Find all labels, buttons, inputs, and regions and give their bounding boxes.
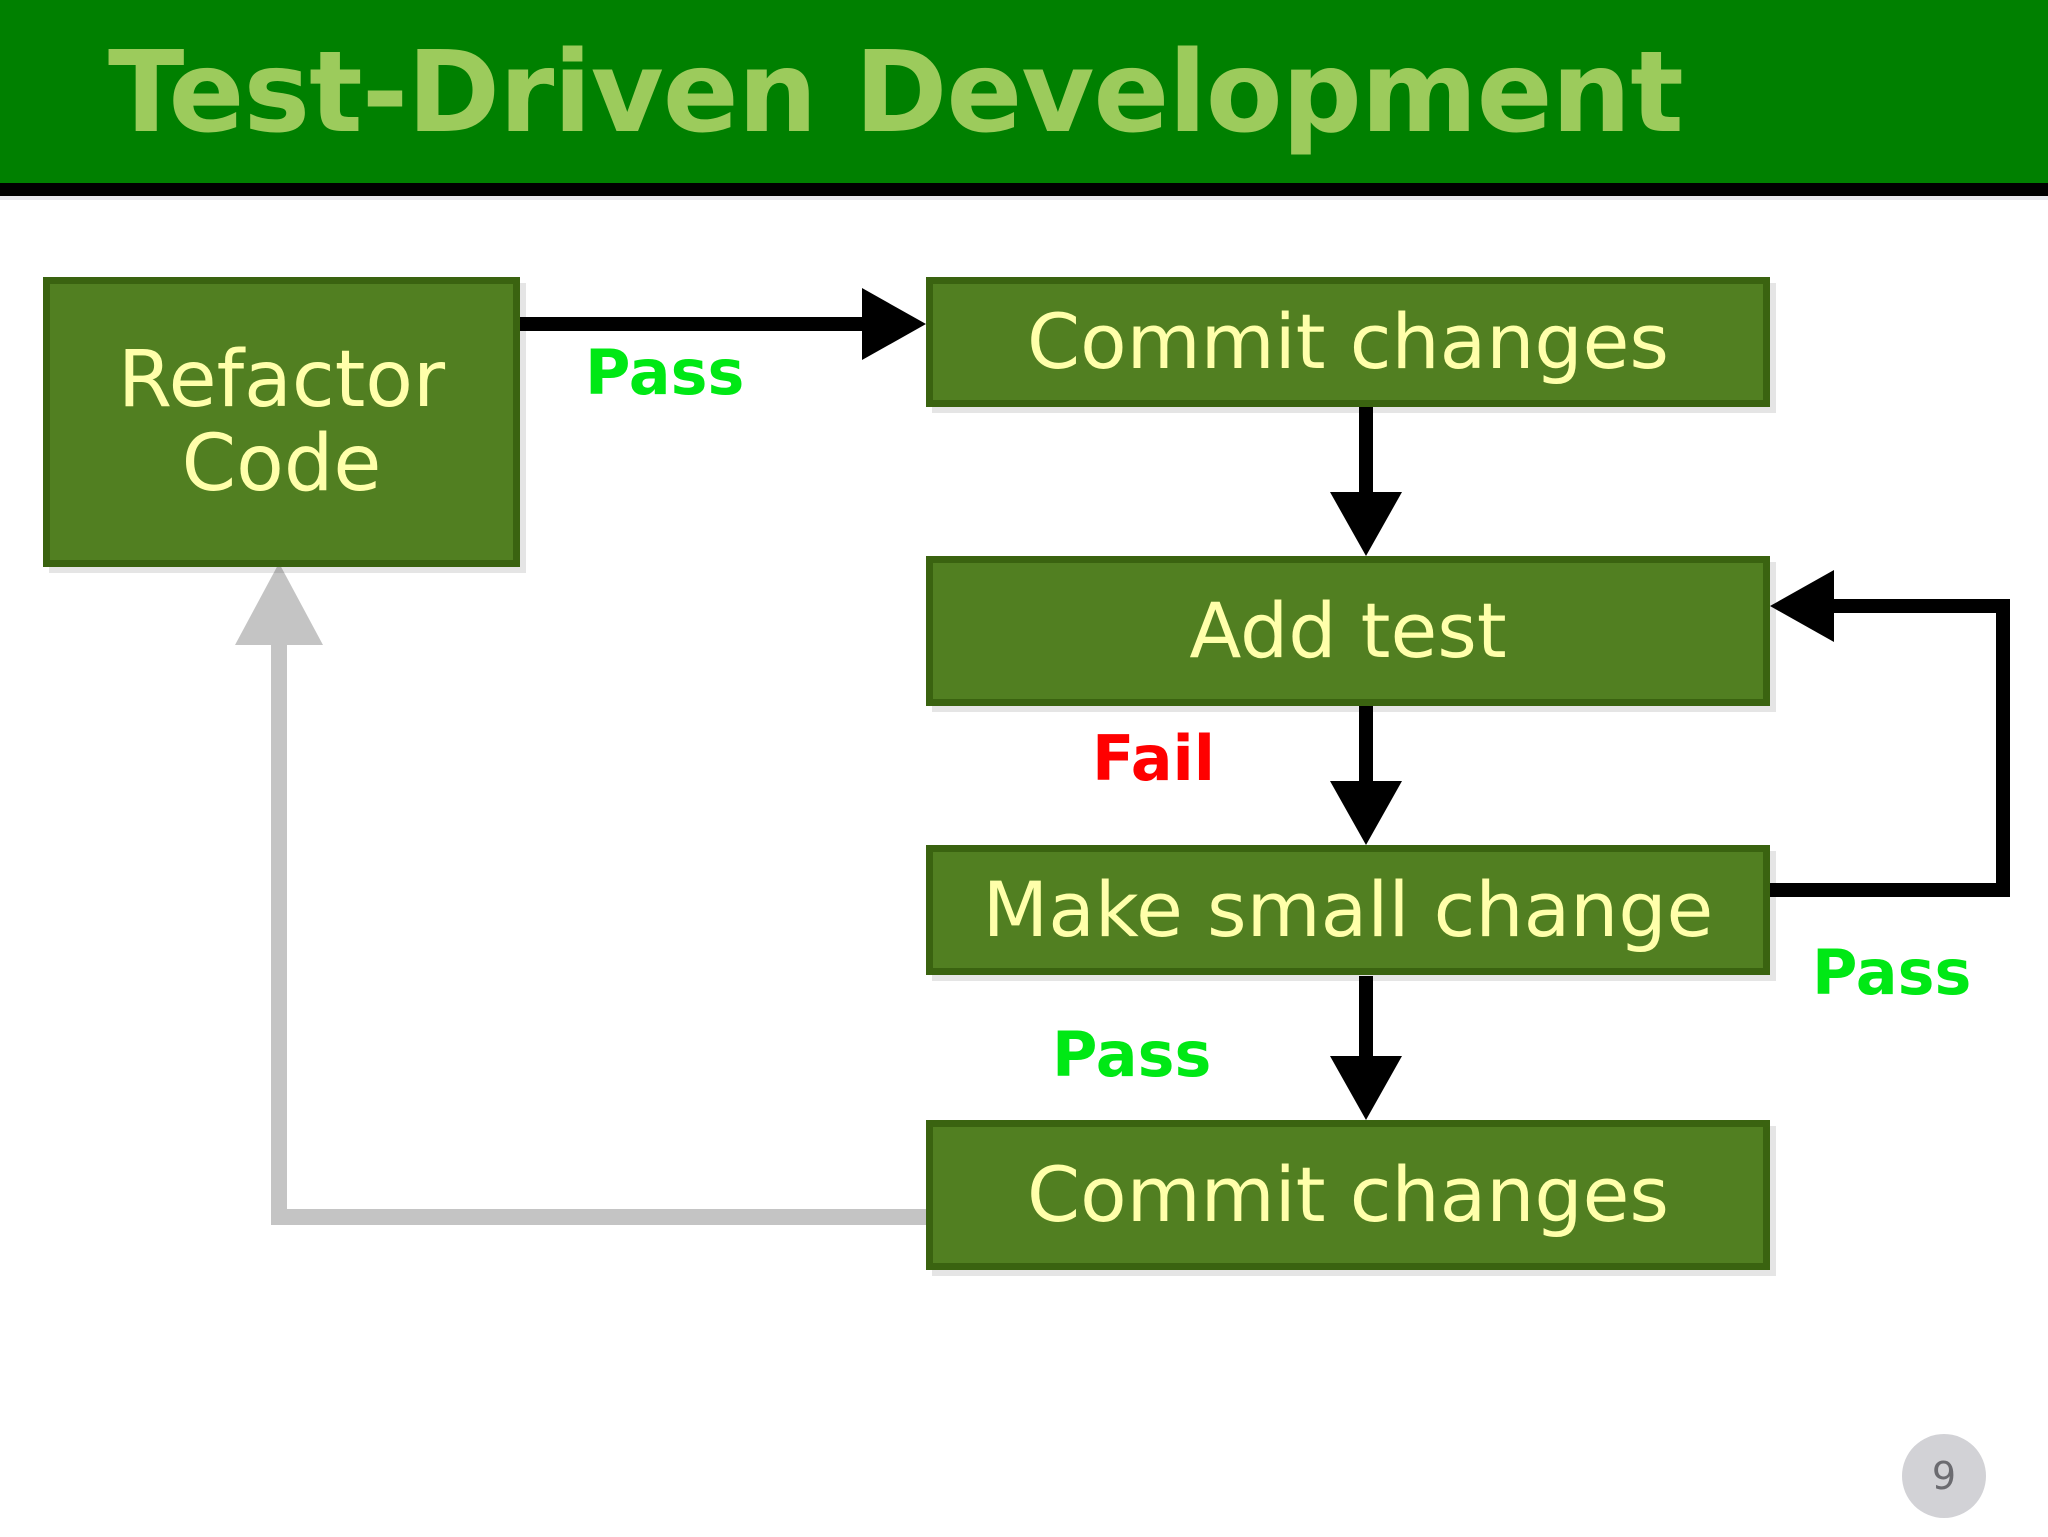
edge-commit-top-to-add-test (1330, 407, 1402, 556)
edge-commit-bottom-to-refactor-code (235, 563, 926, 1225)
flow-node-commit-changes-bottom[interactable]: Commit changes (926, 1120, 1770, 1270)
header-divider-rule (0, 183, 2048, 196)
edge-label-pass-refactor-to-commit: Pass (585, 336, 745, 409)
flow-node-make-small-change[interactable]: Make small change (926, 845, 1770, 975)
edge-make-small-change-loop-to-add-test (1770, 570, 2010, 897)
edge-label-fail-add-test: Fail (1092, 722, 1216, 795)
flow-node-refactor-code[interactable]: Refactor Code (43, 277, 520, 567)
flow-node-add-test[interactable]: Add test (926, 556, 1770, 706)
page-number-badge: 9 (1902, 1434, 1986, 1518)
edge-label-pass-loop-back: Pass (1812, 936, 1972, 1009)
header-divider-shadow (0, 196, 2048, 200)
edge-add-test-to-make-small-change (1330, 706, 1402, 845)
edge-make-small-change-to-commit-bottom (1330, 976, 1402, 1120)
page-title: Test-Driven Development (108, 28, 1684, 158)
flow-node-commit-changes-top[interactable]: Commit changes (926, 277, 1770, 407)
slide-header-banner: Test-Driven Development (0, 0, 2048, 183)
edge-label-pass-to-commit-bottom: Pass (1052, 1018, 1212, 1091)
